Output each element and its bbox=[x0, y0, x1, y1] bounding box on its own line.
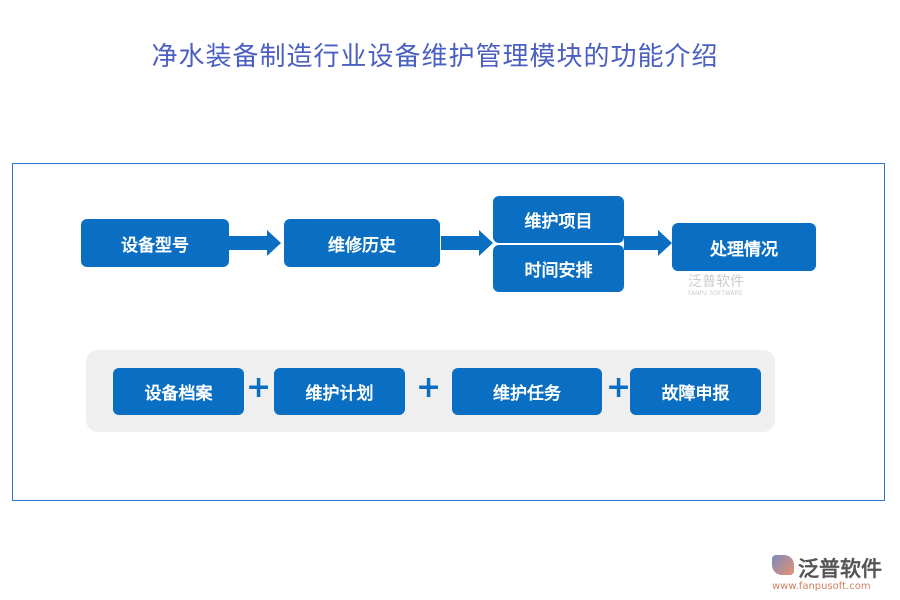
diagram-frame bbox=[12, 163, 885, 501]
flow-box-schedule: 时间安排 bbox=[493, 245, 624, 292]
plus-icon: + bbox=[246, 370, 272, 405]
flow-arrow bbox=[624, 230, 672, 256]
plus-icon: + bbox=[416, 370, 442, 405]
module-plan: 维护计划 bbox=[274, 368, 405, 415]
brand-logo: 泛普软件 www.fanpusoft.com bbox=[772, 555, 882, 592]
page-title: 净水装备制造行业设备维护管理模块的功能介绍 bbox=[151, 42, 719, 72]
flow-box-model: 设备型号 bbox=[81, 219, 229, 267]
flow-box-history: 维修历史 bbox=[284, 219, 440, 267]
logo-icon bbox=[772, 555, 794, 575]
module-task: 维护任务 bbox=[452, 368, 602, 415]
plus-icon: + bbox=[606, 370, 632, 405]
module-fault: 故障申报 bbox=[630, 368, 761, 415]
module-archive: 设备档案 bbox=[113, 368, 244, 415]
flow-arrow bbox=[441, 230, 493, 256]
flow-arrow bbox=[229, 230, 281, 256]
flow-box-result: 处理情况 bbox=[672, 223, 816, 271]
flow-box-items: 维护项目 bbox=[493, 196, 624, 243]
